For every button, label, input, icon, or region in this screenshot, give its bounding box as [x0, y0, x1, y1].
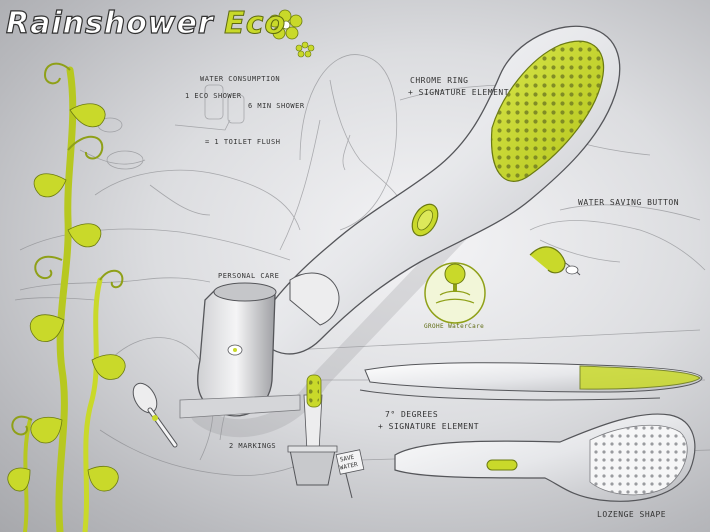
note-water-consumption: Water consumption	[200, 75, 281, 83]
note-signature-element: + signature element	[408, 88, 510, 97]
note-six-min: 6 min shower	[248, 102, 305, 110]
brush-shower	[132, 382, 178, 448]
potted-shower	[287, 374, 365, 499]
note-eco-shower: 1 eco shower	[185, 92, 242, 100]
title-word-eco: Eco	[224, 6, 287, 42]
note-water-saving-button: Water saving button	[578, 198, 680, 207]
flower-icon	[268, 9, 315, 58]
note-markings: 2 markings	[229, 442, 277, 450]
note-toilet-flush: = 1 toilet flush	[205, 138, 281, 146]
note-personal-care: Personal care	[218, 272, 280, 280]
main-hand-shower	[179, 25, 621, 438]
note-chrome-ring: Chrome ring	[410, 76, 469, 85]
top-view-shower	[394, 413, 696, 502]
page-title: Rainshower Eco	[5, 5, 287, 42]
note-lozenge-shape: Lozenge shape	[597, 510, 667, 519]
badge-label: GROHE WaterCare	[424, 323, 485, 330]
grohe-watercare-badge	[424, 262, 486, 324]
vine-illustration	[7, 62, 126, 532]
button-detail	[529, 246, 581, 276]
note-degrees: 7° degrees	[385, 410, 439, 419]
title-word-rainshower: Rainshower	[5, 5, 214, 41]
note-signature-element-2: + signature element	[378, 422, 480, 431]
side-view-shower	[359, 362, 703, 401]
